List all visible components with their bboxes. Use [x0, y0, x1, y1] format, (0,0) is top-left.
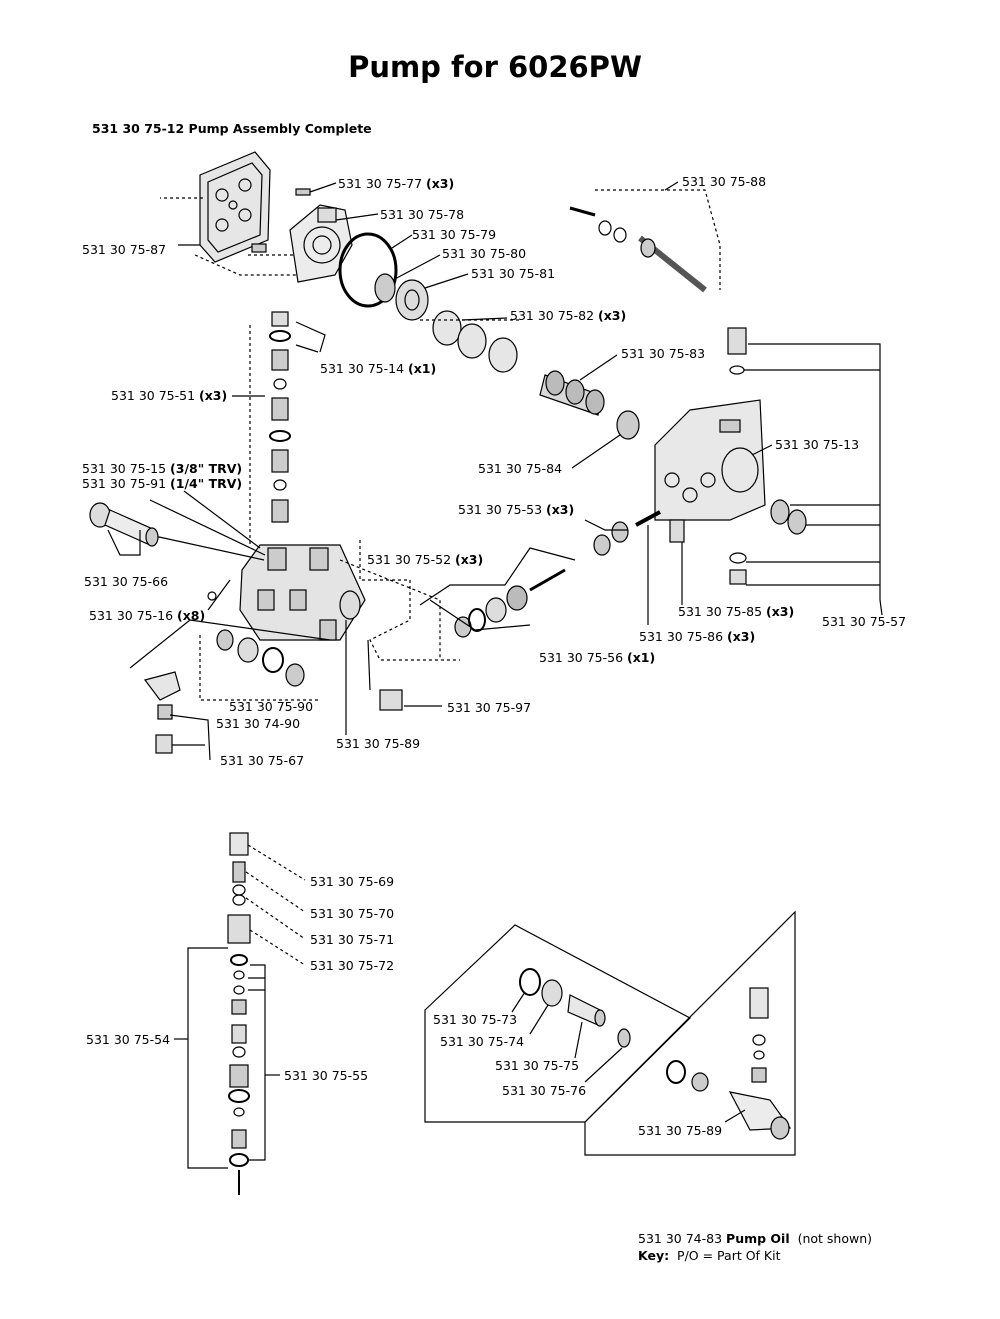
label-75-86: 531 30 75-86 (x3)	[639, 629, 756, 644]
crankshaft-88	[569, 206, 707, 293]
unloader-stack	[227, 832, 251, 1195]
label-75-78: 531 30 75-78	[380, 207, 465, 222]
valve-stack-51	[269, 311, 291, 523]
label-75-90: 531 30 75-90	[229, 699, 314, 714]
label-75-56: 531 30 75-56 (x1)	[539, 650, 656, 665]
label-75-85: 531 30 75-85 (x3)	[678, 604, 795, 619]
assembly-part: 531 30 75-12	[92, 121, 185, 136]
label-75-69: 531 30 75-69	[310, 874, 395, 889]
label-75-83: 531 30 75-83	[621, 346, 706, 361]
hose-fitting-66	[89, 502, 159, 547]
page-title: Pump for 6026PW	[348, 50, 642, 84]
o-ring-large	[338, 232, 398, 308]
pistons-83	[539, 370, 605, 416]
label-75-91: 531 30 75-91 (1/4" TRV)	[82, 476, 243, 491]
plug-16	[207, 591, 217, 601]
label-75-52: 531 30 75-52 (x3)	[367, 552, 484, 567]
seal-80	[374, 273, 396, 303]
bearing-84	[616, 410, 640, 440]
label-75-55: 531 30 75-55	[284, 1068, 369, 1083]
label-75-87: 531 30 75-87	[82, 242, 167, 257]
label-75-66: 531 30 75-66	[84, 574, 169, 589]
label-75-53: 531 30 75-53 (x3)	[458, 502, 575, 517]
label-75-89: 531 30 75-89	[336, 736, 421, 751]
label-75-73: 531 30 75-73	[433, 1012, 518, 1027]
label-75-67: 531 30 75-67	[220, 753, 305, 768]
label-75-74: 531 30 75-74	[440, 1034, 525, 1049]
label-75-82: 531 30 75-82 (x3)	[510, 308, 627, 323]
outlet-fittings	[143, 629, 403, 754]
label-74-90: 531 30 74-90	[216, 716, 301, 731]
pump-head-housing	[289, 204, 353, 283]
inset-parts-right	[666, 987, 792, 1140]
label-75-15: 531 30 75-15 (3/8" TRV)	[82, 461, 243, 476]
label-75-89-inset: 531 30 75-89	[638, 1123, 723, 1138]
oil-note: 531 30 74-83 Pump Oil (not shown)	[638, 1231, 873, 1246]
label-75-77: 531 30 75-77 (x3)	[338, 176, 455, 191]
label-75-57: 531 30 75-57	[822, 614, 907, 629]
label-75-51: 531 30 75-51 (x3)	[111, 388, 228, 403]
label-75-14: 531 30 75-14 (x1)	[320, 361, 437, 376]
fittings-57	[727, 327, 807, 585]
label-75-72: 531 30 75-72	[310, 958, 395, 973]
label-75-71: 531 30 75-71	[310, 932, 395, 947]
label-75-79: 531 30 75-79	[412, 227, 497, 242]
crankcase-13	[654, 399, 766, 521]
bolt-77	[295, 182, 337, 196]
label-75-80: 531 30 75-80	[442, 246, 527, 261]
valve-parts-52	[454, 568, 566, 638]
label-75-13: 531 30 75-13	[775, 437, 860, 452]
assembly-line: 531 30 75-12 Pump Assembly Complete	[92, 121, 372, 136]
assembly-desc: Pump Assembly Complete	[188, 121, 372, 136]
label-75-81: 531 30 75-81	[471, 266, 556, 281]
inset-box-right	[584, 910, 796, 1156]
key-note: Key: P/O = Part Of Kit	[638, 1248, 781, 1263]
label-75-97: 531 30 75-97	[447, 700, 532, 715]
inset-parts-left	[519, 968, 631, 1048]
label-75-70: 531 30 75-70	[310, 906, 395, 921]
label-75-75: 531 30 75-75	[495, 1058, 580, 1073]
label-75-84: 531 30 75-84	[478, 461, 563, 476]
label-75-16: 531 30 75-16 (x8)	[89, 608, 206, 623]
label-75-54: 531 30 75-54	[86, 1032, 171, 1047]
label-75-88: 531 30 75-88	[682, 174, 767, 189]
label-75-76: 531 30 75-76	[502, 1083, 587, 1098]
seal-81	[395, 279, 429, 321]
plunger-set	[593, 510, 685, 556]
manifold	[239, 544, 366, 641]
